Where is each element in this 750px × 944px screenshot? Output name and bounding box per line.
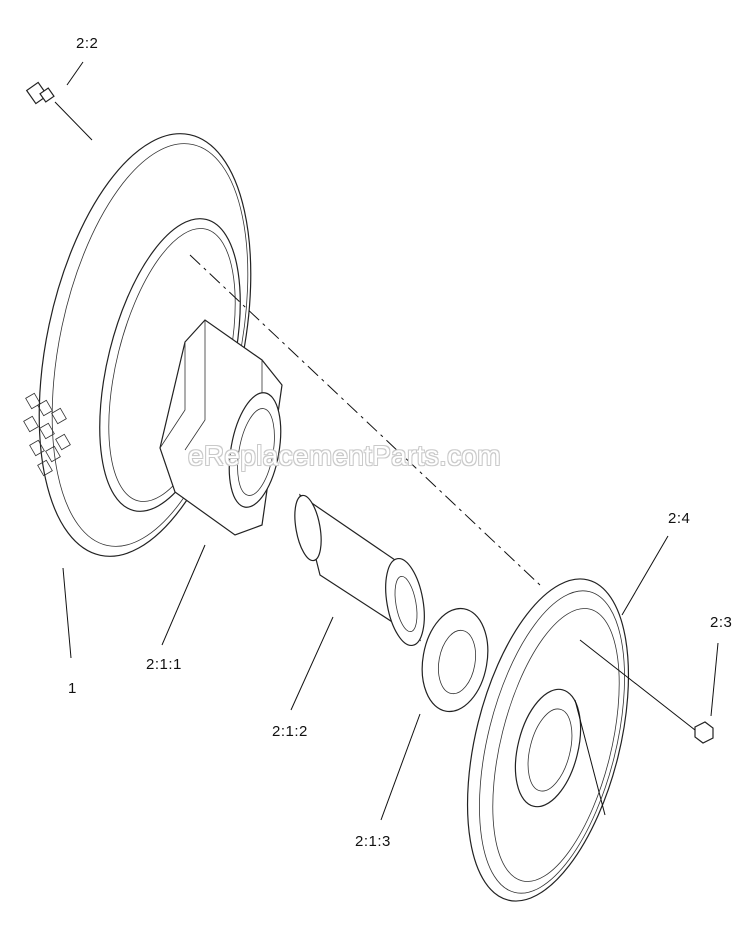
callout-2-1-2: 2:1:2 <box>272 723 308 740</box>
wheel-half-part <box>466 578 630 902</box>
watermark-text: eReplacementParts.com <box>188 440 501 471</box>
bolt-part <box>25 81 55 105</box>
callout-2-3: 2:3 <box>710 614 733 631</box>
axis-line-bolt <box>54 101 93 141</box>
callout-2-2: 2:2 <box>76 35 99 52</box>
callout-2-1-3: 2:1:3 <box>355 833 391 850</box>
bushing-part <box>294 493 425 647</box>
hex-hub-part <box>159 319 283 536</box>
leader-lines <box>62 61 719 821</box>
callout-2-1-1: 2:1:1 <box>146 656 182 673</box>
callout-2-4: 2:4 <box>668 510 691 527</box>
nut-part <box>694 721 714 744</box>
axis-line-nut <box>579 639 696 731</box>
spacer-ring-part <box>421 607 489 713</box>
callout-1: 1 <box>68 680 77 697</box>
